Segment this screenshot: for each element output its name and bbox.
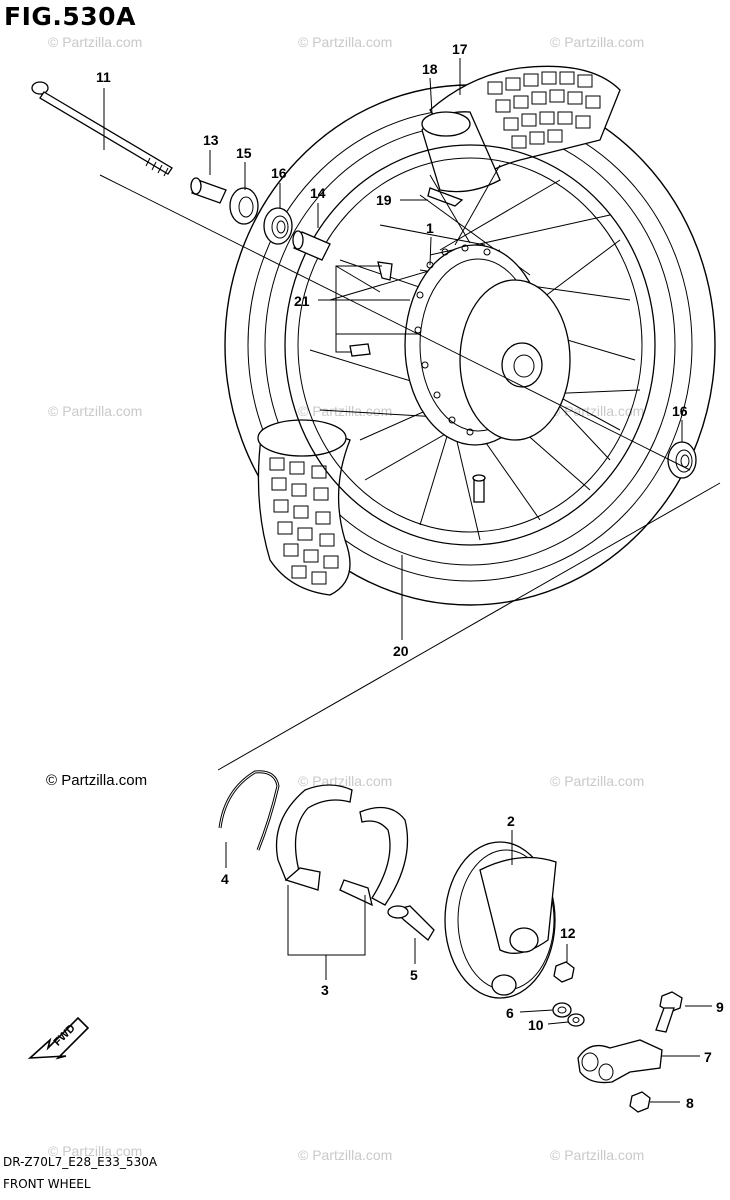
callout-2: 2 bbox=[507, 813, 515, 829]
callout-15: 15 bbox=[236, 145, 252, 161]
wheel-hub[interactable] bbox=[404, 244, 571, 446]
watermark: © Partzilla.com bbox=[550, 403, 644, 419]
fwd-arrow-icon: FWD bbox=[27, 1016, 90, 1060]
watermark: © Partzilla.com bbox=[550, 34, 644, 50]
front-axle[interactable] bbox=[31, 81, 173, 177]
callout-6: 6 bbox=[506, 1005, 514, 1021]
watermark: © Partzilla.com bbox=[550, 773, 644, 789]
brake-panel[interactable] bbox=[444, 841, 557, 999]
watermark: © Partzilla.com bbox=[48, 34, 142, 50]
brake-shoe[interactable] bbox=[275, 784, 353, 891]
callout-9: 9 bbox=[716, 999, 724, 1015]
bearing-16[interactable] bbox=[263, 207, 293, 245]
callout-17: 17 bbox=[452, 41, 468, 57]
spacer-14[interactable] bbox=[292, 230, 331, 261]
watermark: © Partzilla.com bbox=[298, 1147, 392, 1163]
nut-8[interactable] bbox=[629, 1091, 651, 1113]
leader-lines bbox=[103, 58, 712, 1103]
watermark: © Partzilla.com bbox=[48, 1143, 142, 1159]
washer-10[interactable] bbox=[567, 1013, 585, 1027]
callout-21: 21 bbox=[294, 293, 310, 309]
washer-6[interactable] bbox=[552, 1002, 572, 1018]
callout-16: 16 bbox=[271, 165, 287, 181]
diagram-name: FRONT WHEEL bbox=[3, 1177, 91, 1191]
watermark-layer: © Partzilla.com © Partzilla.com © Partzi… bbox=[48, 34, 644, 1163]
spacer-13[interactable] bbox=[190, 177, 227, 204]
callout-7: 7 bbox=[704, 1049, 712, 1065]
callout-18: 18 bbox=[422, 61, 438, 77]
copyright-notice: © Partzilla.com bbox=[46, 772, 148, 789]
callout-16-right: 16 bbox=[672, 403, 688, 419]
callout-11: 11 bbox=[96, 69, 111, 85]
spoke-nipple[interactable] bbox=[349, 261, 393, 357]
callout-19: 19 bbox=[376, 192, 392, 208]
watermark: © Partzilla.com bbox=[550, 1147, 644, 1163]
callout-numbers: 11 13 15 16 14 17 18 19 1 21 16 20 2 4 3… bbox=[96, 41, 724, 1111]
callout-14: 14 bbox=[310, 185, 326, 201]
inner-tube[interactable] bbox=[421, 111, 501, 207]
callout-1: 1 bbox=[426, 220, 434, 236]
bearing-16-right[interactable] bbox=[667, 441, 697, 479]
bolt-9[interactable] bbox=[655, 991, 683, 1033]
model-code: DR-Z70L7_E28_E33_530A bbox=[3, 1155, 158, 1169]
watermark: © Partzilla.com bbox=[48, 403, 142, 419]
callout-20: 20 bbox=[393, 643, 409, 659]
dust-seal-15[interactable] bbox=[229, 187, 259, 225]
callout-13: 13 bbox=[203, 132, 219, 148]
callout-10: 10 bbox=[528, 1017, 544, 1033]
wheel-rim[interactable] bbox=[284, 144, 656, 546]
callout-12: 12 bbox=[560, 925, 576, 941]
torque-link-7[interactable] bbox=[577, 1039, 663, 1084]
callout-5: 5 bbox=[410, 967, 418, 983]
watermark: © Partzilla.com bbox=[298, 34, 392, 50]
callout-4: 4 bbox=[221, 871, 229, 887]
brake-cam[interactable] bbox=[387, 905, 435, 941]
brake-shoe[interactable] bbox=[339, 806, 409, 907]
watermark: © Partzilla.com bbox=[298, 773, 392, 789]
callout-8: 8 bbox=[686, 1095, 694, 1111]
valve[interactable] bbox=[472, 474, 486, 503]
figure-title: FIG.530A bbox=[4, 2, 136, 31]
shoe-spring[interactable] bbox=[218, 770, 280, 851]
callout-3: 3 bbox=[321, 982, 329, 998]
nut-12[interactable] bbox=[553, 961, 575, 983]
